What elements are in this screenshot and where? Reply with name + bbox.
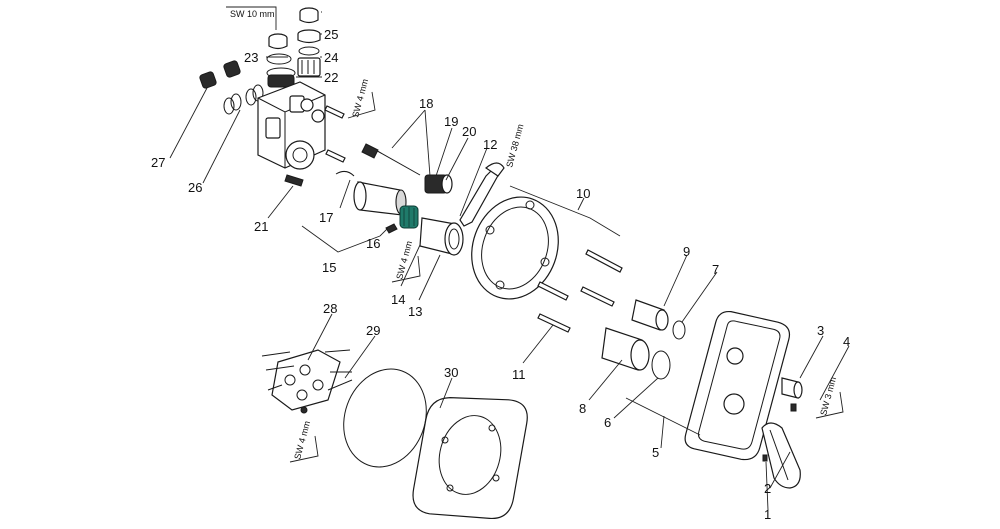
tool-sw3-text: SW 3 mm	[818, 376, 838, 417]
callout-18: 18	[419, 96, 433, 111]
callout-12: 12	[483, 137, 497, 152]
tool-sw4-low-text: SW 4 mm	[292, 420, 312, 461]
part-27-filter	[199, 60, 241, 89]
part-rosette-plate	[471, 196, 559, 300]
tool-sw10-label: SW 10 mm	[226, 6, 277, 30]
callout-24: 24	[324, 50, 338, 65]
screw-upper	[324, 105, 345, 119]
part-24-oring	[298, 46, 320, 56]
callout-14: 14	[391, 292, 405, 307]
callout-21: 21	[254, 219, 268, 234]
callout-17: 17	[319, 210, 333, 225]
part-13-sleeve	[419, 217, 464, 256]
callout-2: 2	[764, 481, 771, 496]
callout-9: 9	[683, 244, 690, 259]
part-24-check-valve	[297, 57, 321, 77]
part-19-cartridge-small	[424, 174, 453, 194]
part-cartridge-main	[353, 181, 407, 216]
part-28-mounting-frame	[271, 349, 341, 414]
part-9-extension	[631, 299, 669, 331]
callout-25: 25	[324, 27, 338, 42]
part-10-screws	[580, 249, 623, 307]
callout-29: 29	[366, 323, 380, 338]
tool-sw4-mid-text: SW 4 mm	[394, 240, 414, 281]
part-25-cap	[297, 7, 321, 44]
leader-lines	[169, 11, 850, 511]
callout-3: 3	[817, 323, 824, 338]
tool-sw38-text: SW 38 mm	[504, 123, 525, 169]
callout-20: 20	[462, 124, 476, 139]
callout-7: 7	[712, 262, 719, 277]
part-11-screws	[537, 281, 571, 333]
part-4-grub-screw	[790, 403, 797, 412]
part-29-screws	[261, 349, 353, 391]
valve-body	[257, 81, 326, 170]
callout-5: 5	[652, 445, 659, 460]
part-7-oring	[672, 320, 686, 340]
callout-1: 1	[764, 507, 771, 522]
part-17-clip	[335, 170, 355, 177]
part-21-screw	[284, 174, 304, 187]
callout-13: 13	[408, 304, 422, 319]
part-30-extension-frame	[412, 397, 528, 519]
callout-11: 11	[512, 367, 526, 382]
tool-sw10-text: SW 10 mm	[230, 9, 275, 19]
callout-28: 28	[323, 301, 337, 316]
callout-15: 15	[322, 260, 336, 275]
part-6-oring	[651, 350, 671, 380]
callout-30: 30	[444, 365, 458, 380]
callout-4: 4	[843, 334, 850, 349]
part-22-housing	[266, 67, 296, 88]
callout-8: 8	[579, 401, 586, 416]
part-3-knob	[781, 377, 803, 399]
part-26-orings	[223, 84, 264, 115]
part-2-lever-handle	[761, 422, 801, 489]
part-16-screw	[385, 223, 398, 234]
callout-10: 10	[576, 186, 590, 201]
part-14-nut-highlighted	[399, 205, 419, 229]
part-5-cover-plate	[684, 310, 791, 461]
callout-22: 22	[324, 70, 338, 85]
tool-sw4-low-label: SW 4 mm	[289, 420, 319, 463]
callout-27: 27	[151, 155, 165, 170]
callout-numbers: 1 2 3 4 5 6 7 8 9 10 11 12 13 14 15 16 1…	[151, 27, 850, 522]
screw-middle	[325, 149, 346, 163]
part-23-oring	[266, 53, 292, 65]
part-sealing-ring	[343, 368, 427, 468]
callout-23: 23	[244, 50, 258, 65]
callout-26: 26	[188, 180, 202, 195]
part-23-nut	[268, 33, 288, 50]
tool-sw4-top-label: SW 4 mm	[347, 78, 376, 119]
part-18-spindle	[361, 143, 421, 176]
part-8-extension-large	[601, 327, 650, 371]
callout-6: 6	[604, 415, 611, 430]
callout-19: 19	[444, 114, 458, 129]
callout-16: 16	[366, 236, 380, 251]
part-1-screw	[762, 454, 768, 462]
